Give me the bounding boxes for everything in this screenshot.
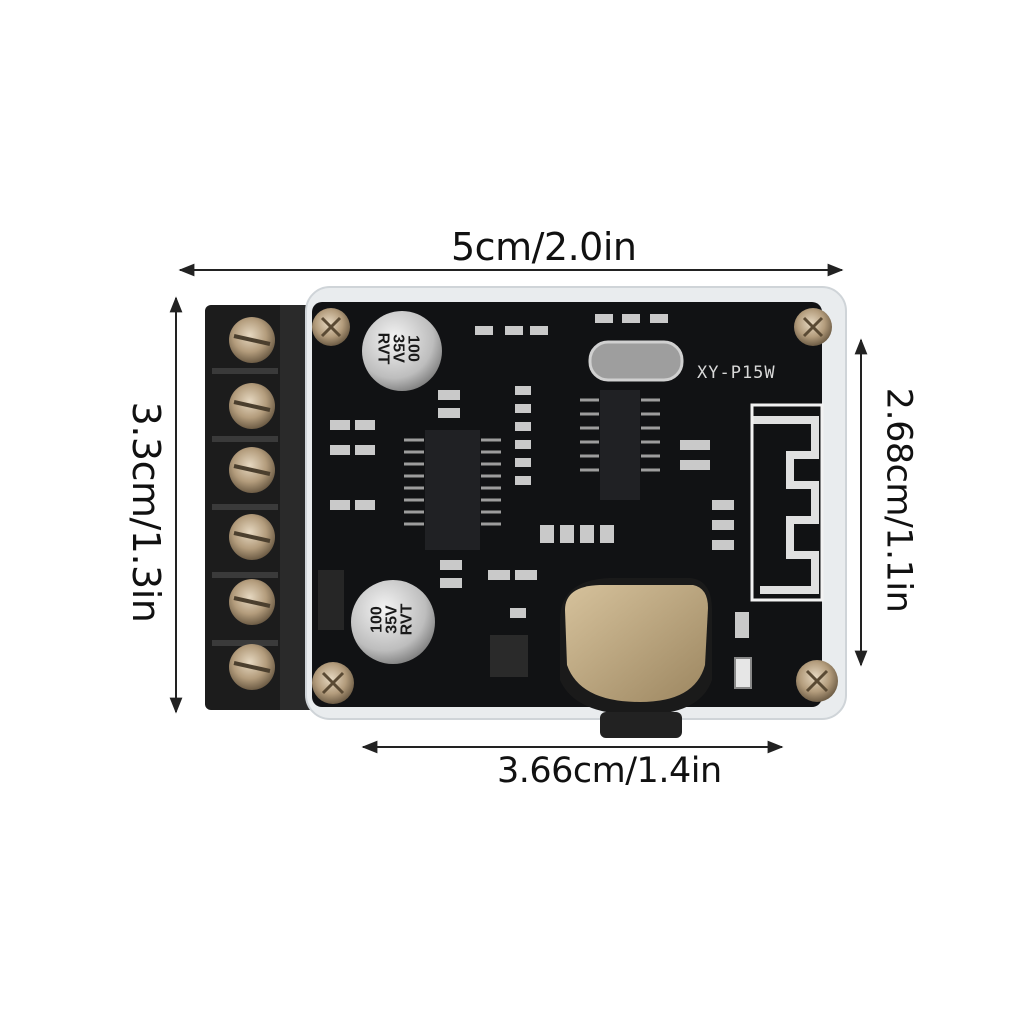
led — [734, 657, 752, 689]
diode — [318, 570, 344, 630]
cap-voltage: 35V — [389, 334, 407, 363]
board-model-marking: XY-P15W — [697, 363, 776, 383]
overall-height-label: 3.3cm/1.3in — [124, 401, 168, 623]
antenna-trace — [752, 416, 819, 594]
knob-shaft — [600, 712, 682, 738]
capacitors — [351, 311, 442, 664]
dimension-lines — [169, 263, 868, 754]
capacitor-top-label: 100 35V RVT — [374, 323, 422, 375]
cap-voltage: 35V — [383, 605, 401, 634]
integrated-circuits — [404, 390, 660, 550]
smd-components — [330, 314, 749, 638]
volume-knob — [560, 578, 712, 738]
terminal-block — [205, 305, 310, 710]
mounting-screws — [312, 308, 838, 704]
cap-series: RVT — [374, 332, 392, 365]
regulator — [490, 635, 528, 677]
board-width-label: 3.66cm/1.4in — [497, 751, 722, 791]
cap-series: RVT — [398, 603, 416, 636]
crystal-oscillator — [588, 340, 684, 382]
board-height-label: 2.68cm/1.1in — [878, 387, 919, 613]
capacitor-bottom-label: 100 35V RVT — [368, 594, 416, 646]
cap-value: 100 — [368, 606, 386, 633]
cap-value: 100 — [404, 335, 422, 362]
overall-width-label: 5cm/2.0in — [451, 225, 637, 269]
antenna-outline — [750, 403, 824, 602]
